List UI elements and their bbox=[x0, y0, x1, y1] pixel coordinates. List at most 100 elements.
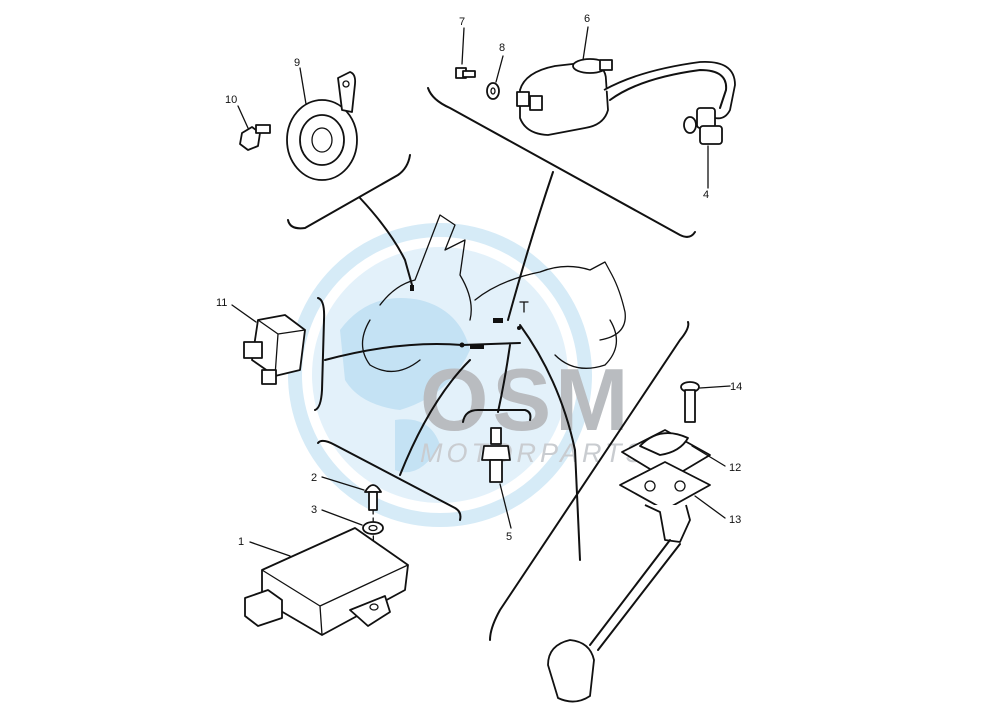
callouts: 1 2 3 4 5 6 7 8 9 10 11 12 13 14 bbox=[216, 13, 742, 548]
wire-horn bbox=[359, 197, 413, 286]
rear-wheel-outline bbox=[554, 319, 617, 369]
leader-13 bbox=[694, 495, 726, 519]
callout-14: 14 bbox=[730, 381, 742, 393]
watermark-brand: OSM bbox=[420, 350, 632, 449]
coil-washer bbox=[486, 82, 500, 100]
washer-outer bbox=[362, 521, 384, 535]
ecu-body bbox=[261, 527, 409, 636]
washer-ring bbox=[486, 82, 500, 100]
callout-13: 13 bbox=[729, 514, 741, 526]
plug-cap-body bbox=[699, 125, 723, 145]
callout-7: 7 bbox=[459, 16, 465, 28]
ecu-region-bracket bbox=[317, 439, 462, 521]
wire-coil bbox=[507, 171, 554, 321]
ecu-mount-tab bbox=[349, 595, 391, 627]
watermark-continent bbox=[340, 298, 470, 410]
horn-region-bracket bbox=[287, 154, 411, 230]
region-brackets bbox=[287, 87, 696, 641]
leader-11 bbox=[231, 304, 257, 323]
callout-8: 8 bbox=[499, 42, 505, 54]
stand-foot bbox=[547, 639, 595, 703]
callout-10: 10 bbox=[225, 94, 237, 106]
sensor-hex bbox=[481, 445, 511, 461]
stand-plate-hole-right bbox=[674, 480, 686, 492]
wire-stand bbox=[519, 324, 581, 561]
mount-point-a bbox=[410, 285, 414, 291]
stand-plate bbox=[619, 461, 711, 511]
stand-leg bbox=[589, 539, 671, 646]
plug-cap-ring bbox=[683, 116, 697, 134]
washer-hole bbox=[490, 87, 496, 95]
watermark-tagline: MOTORPARTS bbox=[420, 438, 648, 468]
horn-bracket bbox=[337, 71, 357, 113]
sensor-switch bbox=[481, 427, 511, 483]
coil-bolt bbox=[455, 67, 476, 79]
ecu-screw bbox=[364, 484, 382, 511]
front-wheel-outline bbox=[361, 319, 421, 372]
watermark-globe-ring bbox=[288, 223, 592, 527]
horn-bracket-hole bbox=[342, 80, 350, 88]
callout-12: 12 bbox=[729, 462, 741, 474]
leader-10 bbox=[237, 105, 249, 129]
ecu-mount-hole bbox=[369, 603, 379, 611]
bolt-shank bbox=[462, 70, 476, 78]
switch-knob bbox=[639, 432, 689, 456]
mount-point-c bbox=[470, 345, 484, 349]
ignition-coil bbox=[516, 58, 736, 136]
callout-1: 1 bbox=[238, 536, 244, 548]
leader-14 bbox=[699, 385, 731, 389]
fairing-outline bbox=[379, 214, 472, 321]
sidestand-assembly bbox=[547, 429, 711, 703]
leader-2 bbox=[321, 476, 365, 491]
horn-face bbox=[299, 114, 345, 166]
flange-bolt-shank bbox=[684, 389, 696, 423]
relay-connector bbox=[243, 341, 263, 359]
horn-bolt-shank bbox=[255, 124, 271, 134]
coil-mount-tab bbox=[599, 59, 613, 71]
coil-body bbox=[519, 61, 609, 136]
leader-8 bbox=[495, 55, 504, 83]
callout-9: 9 bbox=[294, 57, 300, 69]
horn bbox=[286, 71, 358, 181]
relay-edges bbox=[257, 319, 306, 377]
horn-center bbox=[311, 127, 333, 153]
screw-head bbox=[364, 484, 382, 493]
sensor-region-bracket bbox=[462, 409, 532, 423]
callout-2: 2 bbox=[311, 472, 317, 484]
leader-3 bbox=[321, 509, 363, 526]
callout-5: 5 bbox=[506, 531, 512, 543]
mount-point-f bbox=[519, 301, 529, 313]
relay bbox=[243, 314, 306, 385]
leader-12 bbox=[691, 445, 726, 467]
washer-inner bbox=[368, 524, 378, 532]
ecu-connector bbox=[244, 589, 283, 627]
callout-4: 4 bbox=[703, 189, 709, 201]
coil-region-bracket bbox=[427, 87, 696, 238]
leader-5 bbox=[499, 483, 512, 529]
flange-bolt bbox=[680, 381, 700, 423]
relay-body bbox=[251, 314, 306, 377]
wire-sensor bbox=[497, 344, 511, 413]
tank-seat-outline bbox=[474, 261, 626, 341]
stand-leg-edge bbox=[597, 543, 681, 651]
plug-cap-head bbox=[696, 107, 716, 129]
stand-region-bracket bbox=[489, 321, 690, 641]
callout-6: 6 bbox=[584, 13, 590, 25]
sensor-terminal bbox=[490, 427, 502, 445]
ecu-washer bbox=[362, 521, 384, 535]
callout-3: 3 bbox=[311, 504, 317, 516]
callout-11: 11 bbox=[216, 297, 227, 309]
watermark: OSM MOTORPARTS bbox=[288, 223, 648, 527]
ecu-edges bbox=[261, 564, 409, 636]
leader-7 bbox=[461, 27, 465, 65]
relay-region-bracket bbox=[314, 297, 326, 411]
stand-bracket bbox=[644, 504, 691, 543]
sensor-thread bbox=[489, 459, 503, 483]
horn-bolt bbox=[239, 124, 271, 151]
ecu-mount-centerline bbox=[372, 499, 375, 606]
horn-bolt-head bbox=[239, 126, 261, 151]
stand-plate-hole-left bbox=[644, 480, 656, 492]
wire-relay bbox=[324, 342, 521, 361]
mount-point-e bbox=[517, 326, 521, 330]
